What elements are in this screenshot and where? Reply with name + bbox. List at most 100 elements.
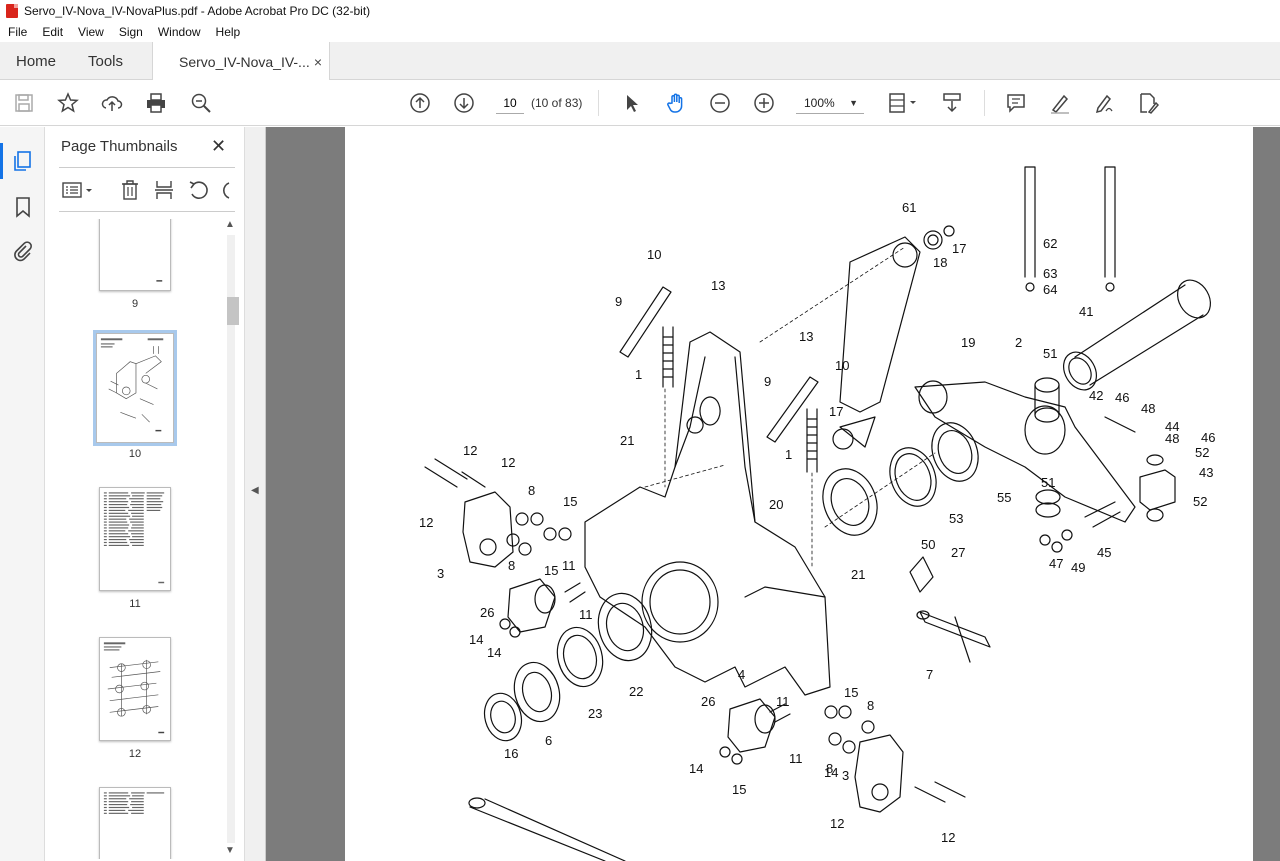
comment-icon[interactable] (1004, 91, 1028, 115)
part-callout-label: 15 (563, 494, 577, 509)
fit-page-icon[interactable] (886, 91, 920, 115)
save-icon[interactable] (12, 91, 36, 115)
part-callout-label: 8 (826, 761, 833, 776)
left-rail (0, 127, 45, 861)
part-callout-label: 55 (997, 490, 1011, 505)
thumbnail-page[interactable] (99, 219, 171, 291)
part-callout-label: 27 (951, 545, 965, 560)
part-callout-label: 52 (1195, 445, 1209, 460)
page-thumbnails-icon[interactable] (0, 143, 35, 179)
part-callout-label: 63 (1043, 266, 1057, 281)
panel-title: Page Thumbnails (61, 138, 178, 155)
part-callout-label: 15 (844, 685, 858, 700)
part-callout-label: 6 (545, 733, 552, 748)
split-page-icon[interactable] (153, 179, 175, 201)
menu-sign[interactable]: Sign (118, 25, 143, 39)
part-callout-label: 17 (829, 404, 843, 419)
thumbnail-page[interactable] (99, 637, 171, 741)
scroll-down-icon[interactable]: ▼ (225, 845, 235, 856)
part-callout-label: 18 (933, 255, 947, 270)
thumbnail-list: 9 10 (59, 219, 223, 859)
hand-icon[interactable] (664, 91, 688, 115)
toolbar-divider (598, 90, 599, 116)
attachments-icon[interactable] (11, 240, 35, 264)
part-callout-label: 11 (579, 607, 593, 622)
sign-icon[interactable] (1092, 91, 1116, 115)
part-callout-label: 10 (647, 247, 661, 262)
search-zoom-icon[interactable] (189, 91, 213, 115)
part-callout-label: 26 (480, 605, 494, 620)
scroll-up-icon[interactable]: ▲ (225, 219, 235, 230)
part-callout-label: 15 (544, 563, 558, 578)
rotate-cw-icon[interactable] (219, 179, 233, 201)
part-callout-label: 3 (437, 566, 444, 581)
part-callout-label: 53 (949, 511, 963, 526)
menu-help[interactable]: Help (215, 25, 241, 39)
scroll-thumb[interactable] (227, 297, 239, 325)
part-callout-label: 48 (1165, 431, 1179, 446)
menu-window[interactable]: Window (157, 25, 201, 39)
part-callout-label: 21 (851, 567, 865, 582)
tab-tools[interactable]: Tools (88, 52, 124, 70)
close-panel-icon[interactable]: ✕ (211, 136, 227, 156)
thumbnail-page-label: 11 (129, 598, 141, 610)
zoom-level-select[interactable]: 100% ▼ (796, 92, 864, 114)
print-icon[interactable] (144, 91, 168, 115)
select-arrow-icon[interactable] (620, 91, 644, 115)
thumbnail-scrollbar[interactable]: ▲ ▼ (224, 219, 239, 859)
zoom-in-icon[interactable] (752, 91, 776, 115)
part-callout-label: 23 (588, 706, 602, 721)
part-callout-label: 50 (921, 537, 935, 552)
part-callout-label: 52 (1193, 494, 1207, 509)
part-callout-label: 11 (789, 751, 803, 766)
part-callout-label: 12 (830, 816, 844, 831)
page-up-icon[interactable] (408, 91, 432, 115)
zoom-out-icon[interactable] (708, 91, 732, 115)
delete-page-icon[interactable] (119, 179, 141, 201)
rotate-ccw-icon[interactable] (187, 179, 209, 201)
chevron-left-icon: ◀ (251, 485, 259, 496)
fill-sign-icon[interactable] (1136, 91, 1160, 115)
panel-divider (59, 167, 235, 168)
close-tab-icon[interactable]: × (313, 53, 322, 70)
page-down-icon[interactable] (452, 91, 476, 115)
thumbnail-page-label: 10 (128, 448, 142, 460)
thumbnail-options-icon[interactable] (61, 179, 95, 201)
panel-divider (59, 211, 235, 212)
part-callout-label: 15 (732, 782, 746, 797)
chevron-down-icon: ▼ (849, 98, 858, 108)
thumbnail-page-selected[interactable] (93, 330, 177, 446)
part-callout-label: 61 (902, 200, 916, 215)
menu-file[interactable]: File (8, 25, 28, 39)
page-number-input[interactable] (496, 92, 524, 114)
bookmarks-icon[interactable] (11, 195, 35, 219)
part-callout-label: 13 (711, 278, 725, 293)
part-callout-label: 14 (487, 645, 501, 660)
scroll-mode-icon[interactable] (940, 91, 964, 115)
part-callout-label: 51 (1041, 475, 1055, 490)
menu-view[interactable]: View (78, 25, 104, 39)
bookmark-star-icon[interactable] (56, 91, 80, 115)
menu-edit[interactable]: Edit (42, 25, 64, 39)
part-callout-label: 8 (867, 698, 874, 713)
part-callout-label: 8 (528, 483, 535, 498)
toolbar-divider (984, 90, 985, 116)
highlight-icon[interactable] (1048, 91, 1072, 115)
tab-home[interactable]: Home (16, 52, 57, 70)
thumbnail-page[interactable] (99, 787, 171, 859)
part-callout-label: 1 (635, 367, 642, 382)
part-callout-label: 16 (504, 746, 518, 761)
part-callout-label: 64 (1043, 282, 1057, 297)
thumbnail-page[interactable] (99, 487, 171, 591)
part-callout-label: 45 (1097, 545, 1111, 560)
upload-icon[interactable] (100, 91, 124, 115)
panel-collapse-handle[interactable]: ◀ (245, 127, 266, 861)
part-callout-label: 12 (941, 830, 955, 845)
part-callout-label: 42 (1089, 388, 1103, 403)
part-callout-label: 3 (842, 768, 849, 783)
part-callout-label: 10 (835, 358, 849, 373)
tab-document[interactable]: Servo_IV-Nova_IV-... × (152, 42, 330, 81)
toolbar: (10 of 83) 100% ▼ (0, 80, 1280, 126)
